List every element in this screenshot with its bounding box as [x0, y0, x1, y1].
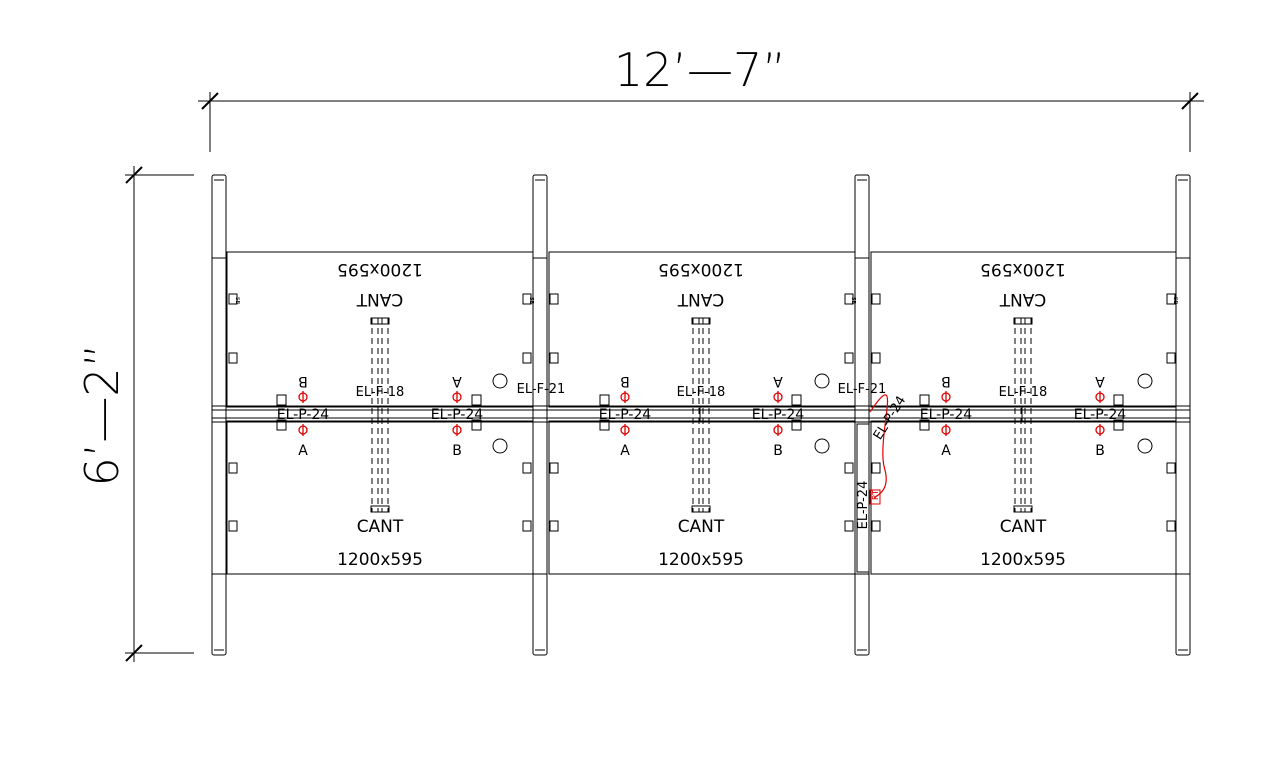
support-legs	[211, 174, 1191, 656]
feed-label: EL-P-24	[856, 481, 871, 530]
desk-size-label: 1200x595	[658, 550, 744, 570]
outlet-label-a: A	[452, 373, 462, 389]
sb-label: SB	[850, 297, 856, 304]
outlet-label-b: B	[773, 443, 783, 459]
sb-label: SB	[234, 297, 240, 304]
beam-label: EL-F-18	[999, 385, 1048, 400]
height-dimension	[125, 166, 194, 662]
desk-size-label: 1200x595	[337, 550, 423, 570]
desk-size-label: 1200x595	[337, 259, 423, 279]
outlet-label-b: B	[298, 373, 308, 389]
spine-label: EL-P-24	[1074, 407, 1127, 423]
partition-label: EL-F-21	[838, 382, 887, 397]
outlet-label-b: B	[1095, 443, 1105, 459]
outlet-label-a: A	[298, 443, 308, 459]
outlet-label-b: B	[941, 373, 951, 389]
spine-label: EL-P-24	[277, 407, 330, 423]
cant-label: CANT	[357, 517, 404, 537]
cant-label: CANT	[678, 517, 725, 537]
power-feed	[856, 394, 889, 573]
feed-box-label: RT	[871, 490, 880, 500]
beam-label: EL-F-18	[677, 385, 726, 400]
desk-size-label: 1200x595	[980, 550, 1066, 570]
outlet-label-b: B	[620, 373, 630, 389]
spine-label: EL-P-24	[920, 407, 973, 423]
width-dimension	[198, 92, 1204, 152]
outlet-label-a: A	[773, 373, 783, 389]
outlet-label-a: A	[1095, 373, 1105, 389]
screen-brackets	[228, 293, 1176, 532]
sb-label: SB	[1172, 297, 1178, 304]
overall-width-label: 12’—7”	[614, 43, 786, 97]
spine-label: EL-P-24	[752, 407, 805, 423]
cantilever-caps	[370, 317, 1033, 513]
cantilever-beams	[371, 318, 1032, 512]
spine-label: EL-P-24	[431, 407, 484, 423]
desk-size-label: 1200x595	[658, 259, 744, 279]
outlet-label-b: B	[452, 443, 462, 459]
partition-label: EL-F-21	[517, 382, 566, 397]
grommets	[492, 373, 1153, 454]
overall-height-label: 6’—2”	[75, 344, 129, 487]
outlet-label-a: A	[941, 443, 951, 459]
cant-label: CANT	[1000, 517, 1047, 537]
central-spine	[211, 405, 1191, 423]
cant-label: CANT	[677, 289, 724, 309]
power-outlets	[298, 391, 1105, 436]
outlet-label-a: A	[620, 443, 630, 459]
beam-label: EL-F-18	[356, 385, 405, 400]
cant-label: CANT	[356, 289, 403, 309]
desk-size-label: 1200x595	[980, 259, 1066, 279]
spine-label: EL-P-24	[599, 407, 652, 423]
cant-label: CANT	[999, 289, 1046, 309]
sb-label: SB	[528, 297, 534, 304]
